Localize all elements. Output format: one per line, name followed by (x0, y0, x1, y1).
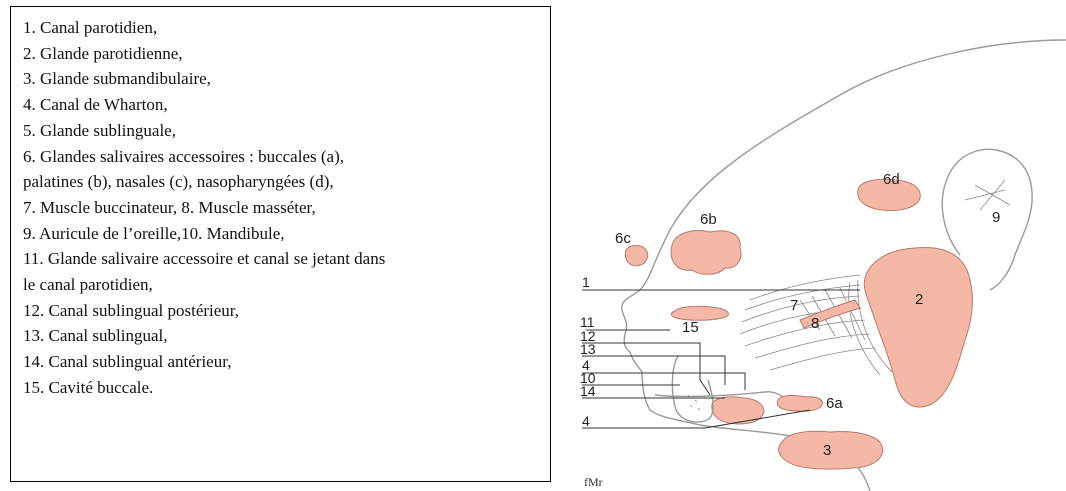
anatomy-figure: 6d 9 6b 6c 1 7 2 11 15 8 12 13 4 10 14 6… (560, 0, 1066, 491)
label-13: 13 (580, 341, 596, 357)
legend-item-9-10: 9. Auricule de l’oreille,10. Mandibule, (23, 221, 550, 247)
legend-item-14: 14. Canal sublingual antérieur, (23, 349, 550, 375)
legend-item-13: 13. Canal sublingual, (23, 323, 550, 349)
legend-item-2: 2. Glande parotidienne, (23, 41, 550, 67)
legend-list: 1. Canal parotidien, 2. Glande parotidie… (11, 7, 550, 401)
legend-item-4: 4. Canal de Wharton, (23, 92, 550, 118)
label-1: 1 (582, 274, 590, 290)
parotid-gland (864, 247, 972, 407)
label-15: 15 (682, 319, 699, 336)
label-6c: 6c (615, 230, 631, 247)
label-8: 8 (811, 315, 819, 332)
accessory-gland-11 (671, 306, 728, 320)
mandible-dots (688, 395, 700, 410)
legend-item-12: 12. Canal sublingual postérieur, (23, 298, 550, 324)
label-7: 7 (790, 297, 798, 314)
label-2: 2 (915, 291, 923, 308)
legend-item-5: 5. Glande sublinguale, (23, 118, 550, 144)
legend-item-3: 3. Glande submandibulaire, (23, 66, 550, 92)
label-6a: 6a (826, 395, 843, 412)
accessory-gland-6b (671, 231, 741, 275)
legend-item-11-cont: le canal parotidien, (23, 272, 550, 298)
head-illustration: 6d 9 6b 6c 1 7 2 11 15 8 12 13 4 10 14 6… (560, 0, 1066, 491)
accessory-gland-6a (777, 395, 822, 411)
mandible-outline (672, 356, 713, 422)
legend-item-15: 15. Cavité buccale. (23, 375, 550, 401)
accessory-gland-6c (625, 246, 647, 266)
label-6d: 6d (883, 171, 900, 188)
label-4-bottom: 4 (582, 413, 590, 429)
legend-item-11: 11. Glande salivaire accessoire et canal… (23, 246, 550, 272)
sublingual-gland (712, 397, 764, 424)
label-14: 14 (580, 383, 596, 399)
legend-item-6-cont: palatines (b), nasales (c), nasopharyngé… (23, 169, 550, 195)
label-3: 3 (823, 442, 831, 459)
illustrator-signature: fMr (584, 475, 603, 489)
auricle-inner-lines (965, 180, 1010, 210)
legend-item-7-8: 7. Muscle buccinateur, 8. Muscle masséte… (23, 195, 550, 221)
label-6b: 6b (700, 211, 717, 228)
legend-item-6: 6. Glandes salivaires accessoires : bucc… (23, 144, 550, 170)
label-9: 9 (992, 209, 1000, 226)
legend-box: 1. Canal parotidien, 2. Glande parotidie… (10, 6, 551, 482)
legend-item-1: 1. Canal parotidien, (23, 15, 550, 41)
